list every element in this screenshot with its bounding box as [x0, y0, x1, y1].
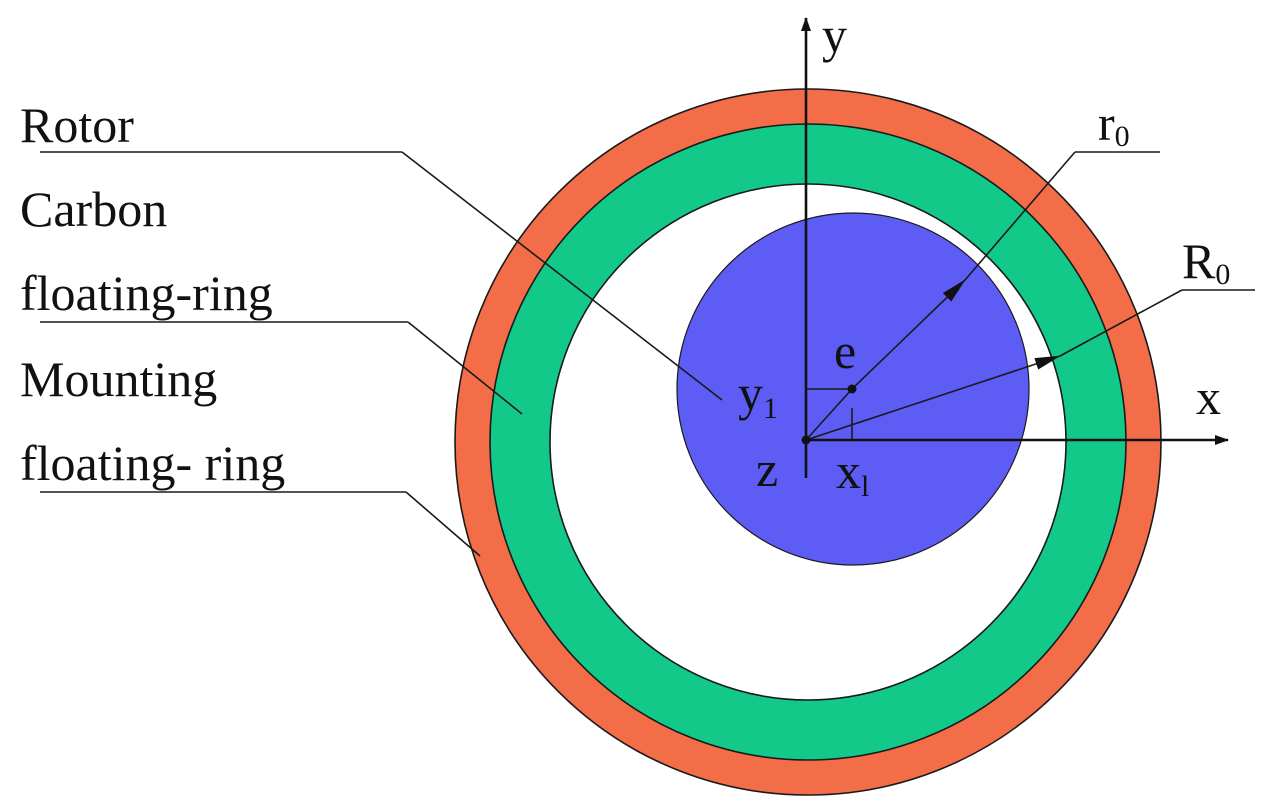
carbon-callout-label-line1: Carbon [20, 181, 167, 237]
R0-label: R0 [1182, 233, 1230, 291]
y1-label: y1 [738, 365, 778, 425]
r0-label: r0 [1098, 95, 1130, 153]
z-axis-label: z [756, 441, 778, 497]
mounting-callout-label-line2: floating- ring [20, 435, 285, 491]
y1-label-base: y [738, 365, 763, 421]
r0-label-sub: 0 [1115, 120, 1130, 153]
eccentricity-label: e [834, 323, 856, 379]
housing-center-point [801, 435, 811, 445]
carbon-callout-label-line2: floating-ring [20, 265, 273, 321]
carbon-callout-leader [407, 321, 523, 415]
x1-label-sub: l [861, 470, 869, 503]
x-axis-label: x [1196, 369, 1221, 425]
r0-radius-line [851, 279, 966, 390]
mounting-callout-label-line1: Mounting [20, 351, 217, 407]
rotor-callout-leader [401, 151, 723, 401]
y1-label-sub: 1 [763, 392, 778, 425]
r0-label-base: r [1098, 95, 1115, 151]
R0-leader [1059, 289, 1183, 357]
rotor-center-point [847, 384, 857, 394]
R0-label-sub: 0 [1215, 258, 1230, 291]
mounting-callout-leader [405, 491, 481, 557]
eccentricity-vector [805, 388, 853, 441]
R0-radius-line [805, 355, 1061, 441]
x1-label-base: x [836, 443, 861, 499]
x1-label: xl [836, 443, 869, 503]
y-axis-label: y [822, 7, 847, 63]
R0-label-base: R [1182, 233, 1216, 289]
r0-leader [964, 151, 1076, 281]
rotor-callout-label: Rotor [20, 97, 134, 153]
